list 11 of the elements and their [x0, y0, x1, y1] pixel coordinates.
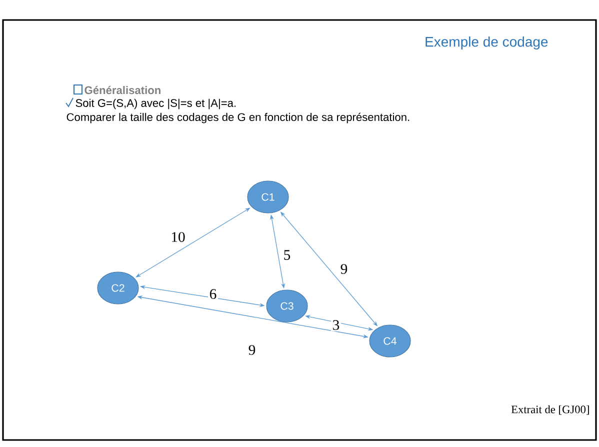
edge-label: 9 — [247, 344, 257, 356]
body-text: Soit G=(S,A) avec |S|=s et |A|=a. — [76, 98, 236, 110]
edge-label: 10 — [169, 230, 187, 244]
source-note: Extrait de [GJ00] — [511, 405, 589, 415]
edge-label: 3 — [331, 318, 341, 332]
edge-label: 6 — [208, 288, 218, 300]
edge-label: 9 — [339, 262, 349, 276]
slide-title: Exemple de codage — [426, 36, 548, 50]
body-text: Comparer la taille des codages de G en fonction de sa représentation. — [66, 112, 410, 124]
section-heading: Généralisation — [84, 86, 160, 94]
edge-label: 5 — [282, 248, 292, 262]
